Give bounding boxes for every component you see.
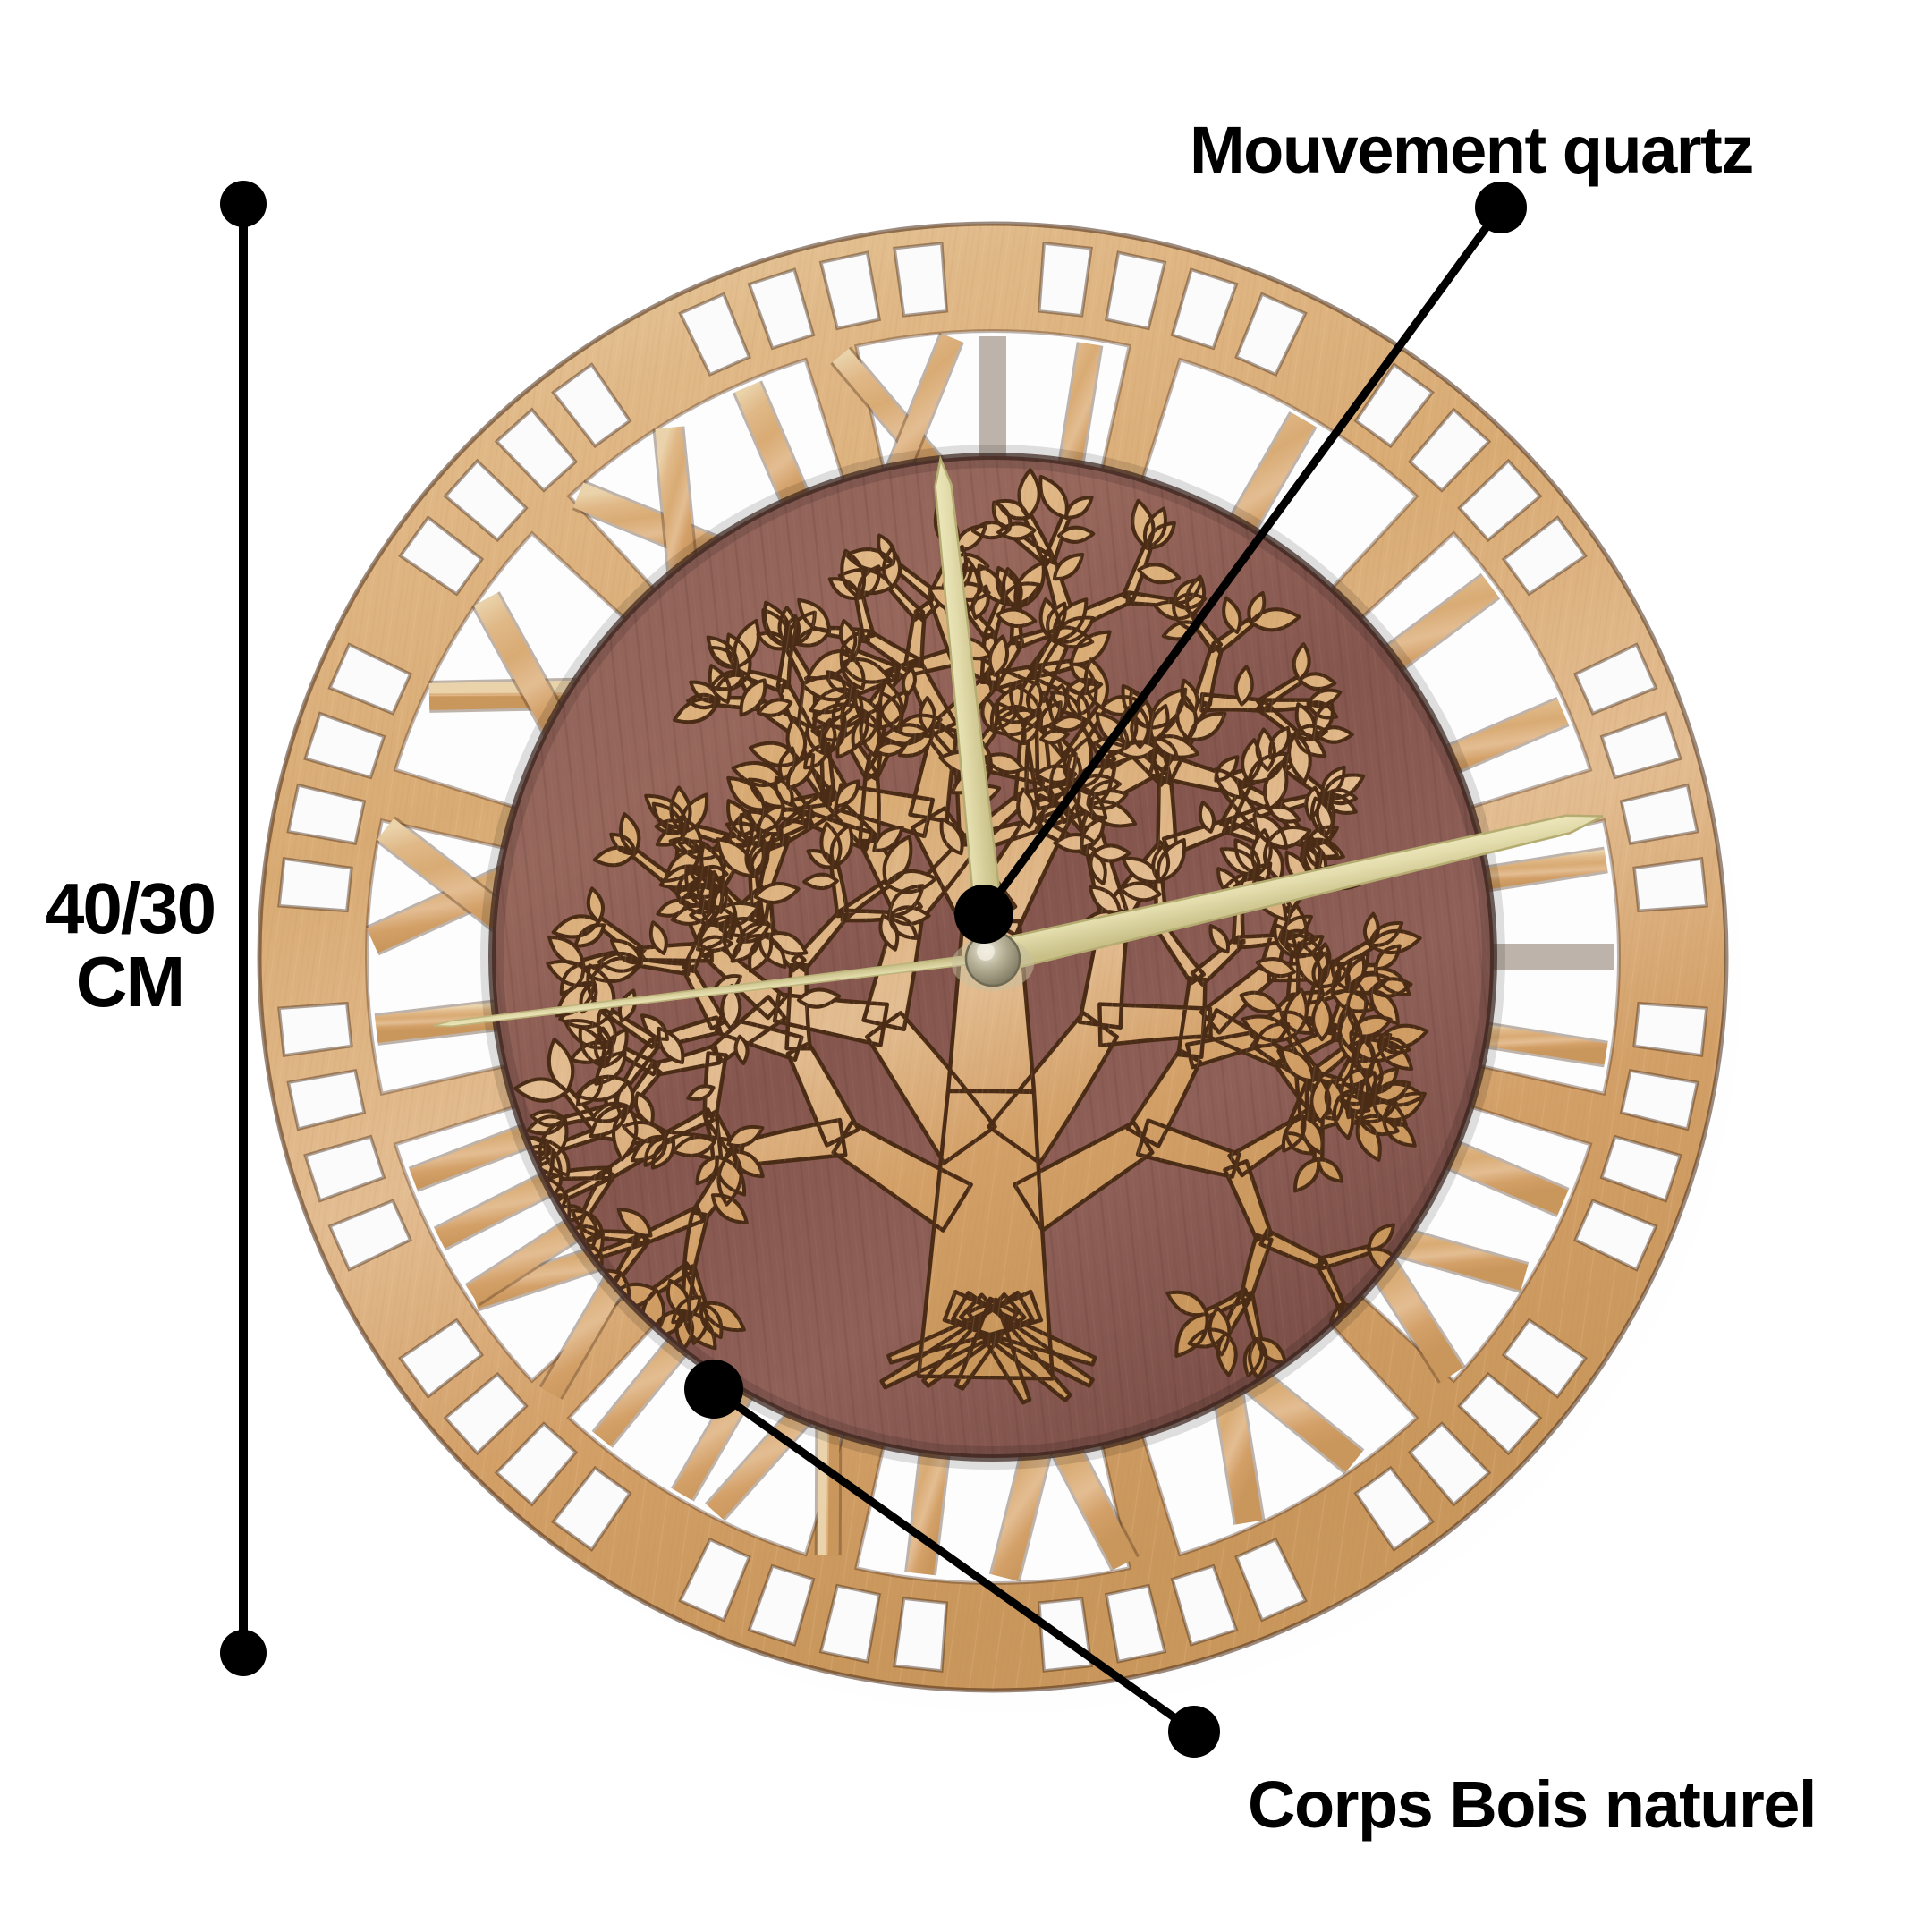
- dimension-value: 40/30: [45, 869, 215, 948]
- quartz-callout-label: Mouvement quartz: [1190, 116, 1753, 183]
- corps-callout-dot-label: [1168, 1706, 1220, 1758]
- corps-callout-dot-target: [684, 1360, 743, 1419]
- corps-callout-label: Corps Bois naturel: [1248, 1771, 1816, 1838]
- dimension-unit: CM: [18, 945, 242, 1019]
- dimension-dot-bottom: [220, 1630, 267, 1676]
- dimension-dot-top: [220, 181, 267, 227]
- quartz-callout-dot-label: [1475, 182, 1527, 233]
- dimension-label: 40/30 CM: [18, 872, 242, 1018]
- quartz-callout-dot-target: [954, 885, 1013, 944]
